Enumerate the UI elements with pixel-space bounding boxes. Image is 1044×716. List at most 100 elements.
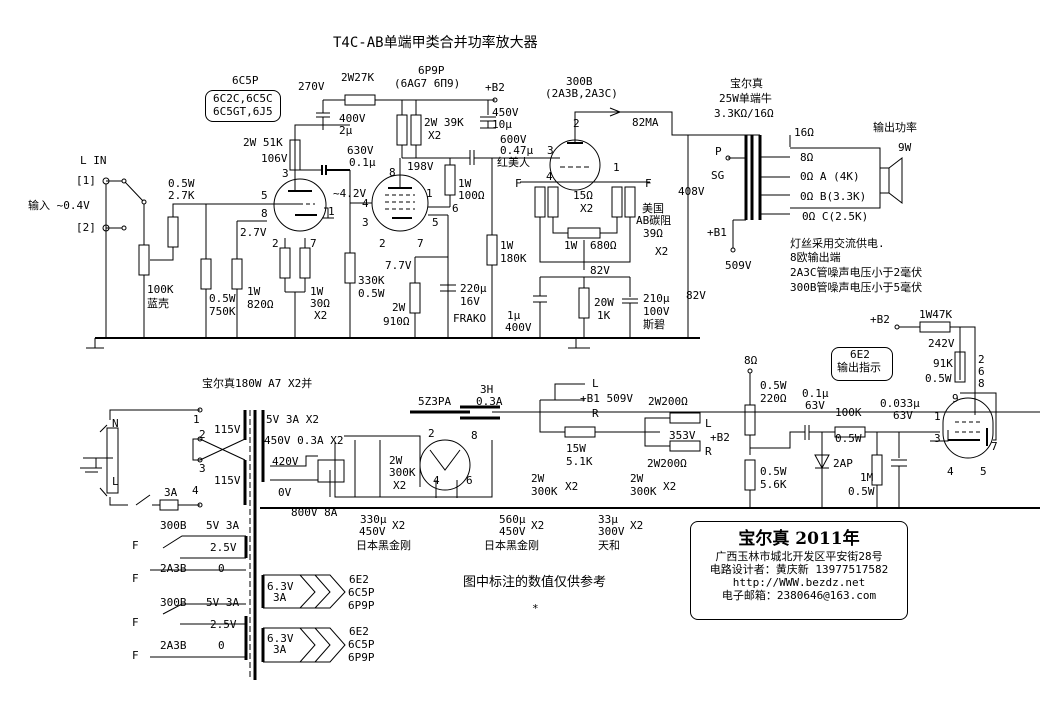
v3-filament-resistor-value: 15Ω — [573, 189, 593, 202]
v2-pin: 2 — [379, 237, 386, 250]
secondary-450v: 450V 0.3A X2 — [264, 434, 344, 447]
indicator-series-resistor-power: 0.5W — [835, 432, 862, 445]
indicator-1m-value: 1M — [860, 471, 874, 484]
v2-pin: 3 — [362, 216, 369, 229]
indicator-cap2-voltage: 63V — [893, 409, 913, 422]
v3-cathode-cap2-voltage: 100V — [643, 305, 670, 318]
credit-email[interactable]: 电子邮箱：2380646@163.com — [721, 589, 877, 602]
b2-cap-voltage: 450V — [492, 106, 519, 119]
indicator-cap1-voltage: 63V — [805, 399, 825, 412]
aux-heater-tube: 6P9P — [348, 651, 375, 664]
rect-pin: 2 — [428, 427, 435, 440]
power-transformer-label: 宝尔真180W A7 X2并 — [202, 377, 313, 390]
r-cath-power: 1W — [247, 285, 261, 298]
v2-pin: 5 — [432, 216, 439, 229]
aux-heater-voltage: 6.3V — [267, 632, 294, 645]
mains-line: L — [112, 475, 119, 488]
indicator-top-resistor: 1W47K — [919, 308, 953, 321]
heater-select-label: 300B — [160, 519, 187, 532]
psu-cap-brand: 日本黑金刚 — [484, 539, 539, 552]
v1-coupling-cap-value: 0.1μ — [349, 156, 376, 169]
v2-screen-resistor-value: 100Ω — [458, 189, 485, 202]
indicator-cap2-value: 0.033μ — [880, 397, 920, 410]
v2-cathode-resistor-power: 2W — [392, 301, 406, 314]
v3-coupling-cap-brand: 红美人 — [497, 156, 530, 169]
aux-heater-tube: 6C5P — [348, 638, 375, 651]
rect-pin: 4 — [433, 474, 440, 487]
heater-select-label: 300B — [160, 596, 187, 609]
bleeder-value: 300K — [531, 485, 558, 498]
indicator-b2: +B2 — [870, 313, 890, 326]
secondary-0v: 0V — [278, 486, 292, 499]
v2-cathode-cap-value: 220μ — [460, 282, 487, 295]
v3-plate-current: 82MA — [632, 116, 659, 129]
volume-pot-value: 100K — [147, 283, 174, 296]
output-power-value: 9W — [898, 141, 912, 154]
v2-grid-resistor-power: 0.5W — [358, 287, 385, 300]
bleeder-power: 2W — [531, 472, 545, 485]
r-grid-power: 0.5W — [209, 292, 236, 305]
heater-f-terminal: F — [132, 539, 139, 552]
indicator-pin: 2 — [978, 353, 985, 366]
indicator-div1-value: 220Ω — [760, 392, 787, 405]
r-cath-value: 820Ω — [247, 298, 274, 311]
filament-label: F — [645, 177, 652, 190]
v3-tube-type: 300B — [566, 75, 593, 88]
r-fil-power: 1W — [310, 285, 324, 298]
ot-b1-label: +B1 — [707, 226, 727, 239]
jack-2-label: [2] — [76, 221, 96, 234]
indicator-pin: 6 — [978, 365, 985, 378]
v2-plate-resistor: 2W 39K — [424, 116, 464, 129]
aux-heater-tube: 6P9P — [348, 599, 375, 612]
heater-5v-label: 5V 3A — [206, 519, 240, 532]
pt-pin: 4 — [192, 484, 199, 497]
ot-tap-a: 0Ω A (4K) — [800, 170, 860, 183]
note-line: 300B管噪声电压小于5毫伏 — [790, 281, 923, 294]
v1-substitutes-1: 6C2C,6C5C — [213, 92, 273, 105]
ot-cathode-voltage: 82V — [686, 289, 706, 302]
b1-right-label: R — [592, 407, 599, 420]
heater-alt-label: 2A3B — [160, 562, 187, 575]
v3-cathode-cap1-voltage: 400V — [505, 321, 532, 334]
secondary-5v: 5V 3A X2 — [266, 413, 319, 426]
v2-plate-voltage: 198V — [407, 160, 434, 173]
r-grid-value: 750K — [209, 305, 236, 318]
psu-cap-value: 330μ — [360, 513, 387, 526]
v1-plate-voltage: 106V — [261, 152, 288, 165]
v3-cathode-cap1-value: 1μ — [507, 309, 521, 322]
v3-filament-resistor-qty: X2 — [580, 202, 594, 215]
b2-right-label: R — [705, 445, 712, 458]
psu-cap-value: 33μ — [598, 513, 618, 526]
disclaimer-note: 图中标注的数值仅供参考 — [463, 575, 607, 590]
psu-cap-qty: X2 — [630, 519, 644, 532]
credit-box: 宝尔真 2011年 广西玉林市城北开发区平安街28号 电路设计者：黄庆新 139… — [690, 521, 908, 620]
ot-b1-voltage: 509V — [725, 259, 752, 272]
primary-voltage: 115V — [214, 474, 241, 487]
v1-pin: 3 — [282, 167, 289, 180]
v2-drop-resistor: 2W27K — [341, 71, 375, 84]
v3-pin: 1 — [613, 161, 620, 174]
rectifier-tube: 5Z3PA — [418, 395, 452, 408]
b1-left-label: L — [592, 377, 599, 390]
v1-pin: 7 — [310, 237, 317, 250]
v2-pin: 1 — [426, 187, 433, 200]
volume-pot-note: 蓝壳 — [147, 297, 169, 310]
credit-brand: 宝尔真 2011年 — [738, 529, 860, 549]
note-line: 2A3C管噪声电压小于2毫伏 — [790, 266, 923, 279]
v2-tube-type: 6P9P — [418, 64, 445, 77]
bleeder-qty: X2 — [565, 480, 579, 493]
b2-label: +B2 — [485, 81, 505, 94]
indicator-diode: 2AP — [833, 457, 853, 470]
v2-grid-voltage: ~4.2V — [333, 187, 367, 200]
indicator-series-resistor-value: 100K — [835, 406, 862, 419]
indicator-div1-power: 0.5W — [760, 379, 787, 392]
b2-left-label: L — [705, 417, 712, 430]
ot-plate-voltage: 408V — [678, 185, 705, 198]
credit-website[interactable]: http://WWW.bezdz.net — [732, 576, 866, 589]
output-power-label: 输出功率 — [873, 121, 917, 134]
ot-plate-label: P — [715, 145, 722, 158]
aux-heater-tube: 6C5P — [348, 586, 375, 599]
heater-f-terminal: F — [132, 616, 139, 629]
schematic-title: T4C-AB单端甲类合并功率放大器 — [333, 35, 538, 51]
